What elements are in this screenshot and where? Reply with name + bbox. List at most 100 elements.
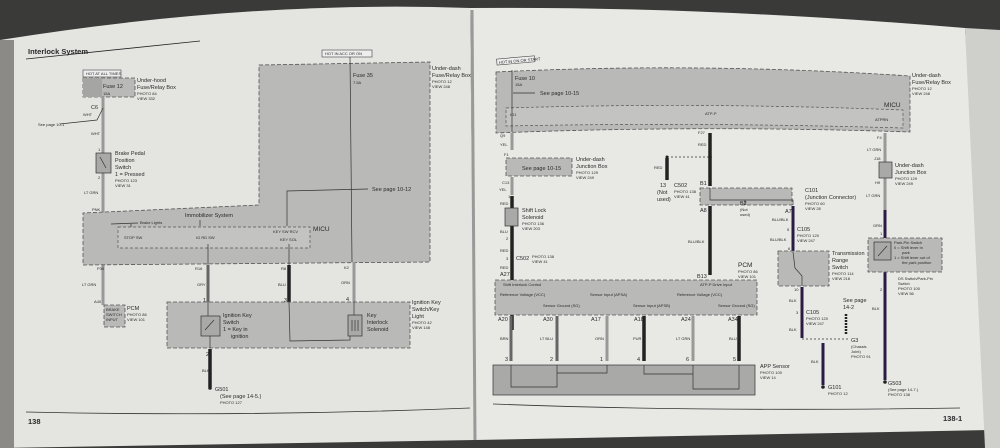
diagram-label-line: VIEW 41 bbox=[532, 259, 549, 264]
diagram-label-line: PHOTO 129 bbox=[576, 170, 599, 175]
wire-label: LT GRN bbox=[82, 282, 96, 287]
micu-label: MICU bbox=[884, 102, 901, 109]
pin-a27: A27 bbox=[500, 272, 510, 278]
diagram-label-line: Under-hood bbox=[137, 78, 166, 84]
micu-label: MICU bbox=[313, 226, 330, 233]
diagram-label-line: VIEW 31 bbox=[115, 183, 132, 188]
wire-label-wht: WHT bbox=[83, 112, 93, 117]
diagram-label-line: C502 bbox=[516, 256, 529, 262]
g501-see-page[interactable]: (See page 14-5.) bbox=[220, 394, 261, 400]
diagram-label-line: Reference Voltage (VCC) bbox=[500, 292, 546, 297]
pcm-signal: SWITCH bbox=[106, 312, 122, 317]
diagram-label-line: Fuse/Relay Box bbox=[432, 73, 471, 79]
wire-label: BLU/BLK bbox=[688, 239, 705, 244]
diagram-label-line: Switch bbox=[832, 265, 848, 271]
see-page-10-1-link[interactable]: See page 10-1 bbox=[38, 122, 65, 127]
pcm-photo: PHOTO 86 bbox=[127, 312, 147, 317]
pin-label: 3 bbox=[284, 298, 287, 304]
c502-pin3-label: 3 C502 PHOTO 138 VIEW 41 bbox=[506, 254, 555, 264]
page-number-left: 138 bbox=[28, 417, 41, 426]
diagram-label-line: Sensor Ground (SG) bbox=[543, 303, 580, 308]
micu-signal: ATP-P bbox=[705, 111, 717, 116]
junction-box-2-label: Under-dash Junction Box PHOTO 129 VIEW 2… bbox=[895, 163, 927, 186]
see-page-14-2-link[interactable]: 14-2 bbox=[843, 305, 854, 311]
brake-lights-link[interactable]: Brake Lights bbox=[140, 220, 162, 225]
diagram-label-line: PHOTO 120 bbox=[806, 316, 829, 321]
pcm-label: PCM bbox=[127, 306, 140, 312]
g101-photo: PHOTO 12 bbox=[828, 391, 848, 396]
diagram-label-line: PHOTO 120 bbox=[797, 233, 820, 238]
ground-icon bbox=[821, 385, 825, 389]
see-page-14-2-link[interactable]: See page bbox=[843, 298, 867, 304]
diagram-label-line: PUR bbox=[633, 336, 642, 341]
micu-signal: ATPRN bbox=[875, 117, 888, 122]
fuse12-rating: 15A bbox=[103, 91, 110, 96]
ds-switch-label: DS Switch/Park-Pin Switch PHOTO 100 VIEW… bbox=[898, 276, 933, 296]
wire-label: GRN bbox=[873, 223, 882, 228]
wire-label: RED bbox=[698, 142, 707, 147]
see-page-10-12-link[interactable]: See page 10-12 bbox=[372, 187, 411, 193]
diagram-label-line: Switch bbox=[115, 165, 131, 171]
pin-f27: F27 bbox=[698, 130, 706, 135]
ignition-key-switch-label: Ignition Key Switch 1 = Key in ignition bbox=[223, 313, 252, 340]
diagram-label-line: 5 bbox=[787, 227, 790, 232]
pcm-photo: PHOTO 86 bbox=[738, 269, 758, 274]
sensor-internal-wiring bbox=[510, 365, 740, 390]
diagram-label-line: Solenoid bbox=[367, 327, 388, 333]
diagram-label-line: Junction Box bbox=[895, 170, 927, 176]
pcm-box bbox=[103, 304, 126, 328]
page-title: Interlock System bbox=[28, 47, 88, 56]
diagram-label-line: C105 bbox=[797, 227, 810, 233]
wire-label: YEL bbox=[499, 187, 507, 192]
diagram-label-line: DS Switch/Park-Pin bbox=[898, 276, 933, 281]
connector-c13: C13 bbox=[502, 180, 510, 185]
pin-j18: J18 bbox=[874, 156, 881, 161]
g503-photo: PHOTO 138 bbox=[888, 392, 911, 397]
internal-wire bbox=[511, 70, 535, 132]
fuse35-label: Fuse 35 bbox=[353, 73, 373, 79]
immobilizer-label: Immobilizer System bbox=[185, 213, 233, 219]
park-pin-label: Park-Pin Switch 0 = Shift lever in park … bbox=[894, 240, 931, 265]
wire-label: LT GRN bbox=[866, 193, 880, 198]
diagram-label-line: PHOTO 138 bbox=[532, 254, 555, 259]
diagram-label-line: (Not bbox=[740, 207, 748, 212]
diagram-label-line: G3 bbox=[851, 338, 858, 344]
pin-label: 2 bbox=[98, 175, 101, 180]
solenoid-icon bbox=[351, 320, 359, 331]
diagram-label-line: VIEW 218 bbox=[832, 276, 851, 281]
see-page-10-15-link[interactable]: See page 10-15 bbox=[540, 91, 579, 97]
diagram-label-line: Joint) bbox=[851, 349, 861, 354]
diagram-label-line: Under-dash bbox=[576, 157, 605, 163]
diagram-label-line: 5 bbox=[733, 357, 736, 363]
diagram-label-line: Sensor Input (APSA) bbox=[590, 292, 628, 297]
page-number-right: 138-1 bbox=[943, 414, 962, 423]
pin-label: 2 bbox=[506, 236, 509, 241]
ignition-box-label: Ignition Key Switch/Key Light PHOTO 42 V… bbox=[412, 300, 441, 330]
diagram-label-line: 13 bbox=[660, 183, 666, 189]
diagram-label-line: Transmission bbox=[832, 251, 865, 257]
pin-r8: R8 bbox=[281, 266, 287, 271]
wire-label: BLK bbox=[202, 368, 210, 373]
b2-label: B2 (Not used) bbox=[740, 201, 751, 217]
wire-label: LT GRN bbox=[867, 147, 881, 152]
title-rule bbox=[25, 40, 201, 60]
diagram-label-line: (Junction Connector) bbox=[805, 195, 856, 201]
app-sensor bbox=[492, 364, 756, 396]
wire-see-page-10-12 bbox=[286, 188, 369, 226]
wire-label: RED bbox=[500, 265, 509, 270]
diagram-label-line: 2 bbox=[550, 357, 553, 363]
diagram-label-line: Under-dash bbox=[912, 73, 941, 79]
diagram-label-line: Shift Lock bbox=[522, 208, 546, 214]
app-wire-labels: BRN LT BLU ORN PUR LT GRN BLU bbox=[500, 336, 737, 341]
see-page-10-15-link[interactable]: See page 10-15 bbox=[522, 166, 561, 172]
trs-label: Transmission Range Switch PHOTO 114 VIEW… bbox=[832, 251, 865, 281]
c101-junction-connector bbox=[699, 187, 793, 206]
diagram-label-line: Solenoid bbox=[522, 215, 543, 221]
diagram-label-line: 1 = Shift lever out of bbox=[894, 255, 931, 260]
diagram-label-line: VIEW 247 bbox=[797, 238, 816, 243]
splice-dot bbox=[665, 155, 669, 159]
wire-label: BLK bbox=[811, 359, 819, 364]
diagram-label-line: PHOTO 12 bbox=[432, 79, 452, 84]
g503-see-page[interactable]: (See page 14-7.) bbox=[888, 387, 919, 392]
diagram-label-line: A34 bbox=[728, 317, 738, 323]
